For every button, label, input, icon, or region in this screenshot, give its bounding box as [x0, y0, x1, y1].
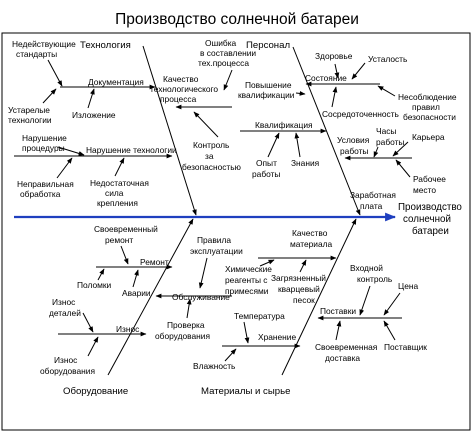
cause-equipment-wear-2: оборудования	[40, 366, 95, 376]
diagram-frame	[1, 32, 471, 431]
cause-safety-rules-2: правил	[412, 102, 440, 112]
cause-work-conditions-1: Условия	[337, 135, 369, 145]
cause-process-quality-3: процесса	[160, 94, 197, 104]
bone-equipment	[107, 218, 194, 376]
cause-input-control-1: Входной	[350, 263, 383, 273]
category-personnel: Персонал	[246, 40, 290, 51]
cause-part-wear-2: деталей	[49, 308, 81, 318]
cause-process-error-3: тех.процесса	[198, 58, 249, 68]
cause-safety-control-3: безопасностью	[182, 162, 241, 172]
effect-line-2: солнечной	[403, 214, 451, 225]
cause-part-wear-1: Износ	[52, 297, 75, 307]
effect-line-3: батареи	[412, 226, 449, 237]
cause-input-control-2: контроль	[357, 274, 393, 284]
cause-maintenance: Обслуживание	[172, 292, 230, 302]
cause-change: Изложение	[72, 110, 116, 120]
cause-work-conditions-2: работы	[340, 146, 368, 156]
branch-equipment: Своевременный ремонт Ремонт Поломки Авар…	[40, 224, 243, 376]
cause-humidity: Влажность	[193, 361, 236, 371]
cause-qualification-1: Повышение	[245, 80, 292, 90]
effect-line-1: Производство	[398, 202, 462, 213]
bone-materials	[281, 218, 357, 376]
category-materials: Материалы и сырье	[201, 386, 290, 397]
cause-wear: Износ	[116, 324, 139, 334]
cause-timely-repair-1: Своевременный	[94, 224, 158, 234]
cause-timely-repair-2: ремонт	[105, 235, 133, 245]
cause-material-quality-2: материала	[290, 239, 333, 249]
cause-nonstandard-2: стандарты	[16, 49, 57, 59]
cause-fastening-force-3: крепления	[97, 198, 138, 208]
cause-process-error-2: в составлении	[200, 48, 256, 58]
branch-materials: Качество материала Химические реагенты с…	[193, 228, 427, 371]
effect-label: Производство солнечной батареи	[398, 202, 462, 237]
cause-chemicals-3: примесями	[225, 286, 269, 296]
cause-accidents: Аварии	[122, 288, 151, 298]
cause-workplace-2: место	[413, 185, 436, 195]
cause-knowledge: Знания	[291, 158, 319, 168]
cause-experience-2: работы	[252, 169, 280, 179]
cause-safety-rules-1: Несоблюдение	[398, 92, 457, 102]
cause-fastening-force-1: Недостаточная	[90, 178, 149, 188]
cause-concentration: Сосредоточенность	[322, 109, 400, 119]
cause-wrong-processing-2: обработка	[20, 189, 61, 199]
cause-price: Цена	[398, 281, 418, 291]
cause-dirty-quartz-1: Загрязненный	[271, 273, 326, 283]
cause-documentation: Документация	[88, 77, 144, 87]
cause-process-violation-1: Нарушение	[22, 133, 67, 143]
cause-health: Здоровье	[315, 51, 353, 61]
cause-salary-1: Заработная	[350, 190, 396, 200]
cause-qual: Квалификация	[255, 120, 313, 130]
cause-safety-control-2: за	[205, 151, 214, 161]
cause-chemicals-1: Химические	[225, 264, 272, 274]
cause-experience-1: Опыт	[256, 158, 277, 168]
cause-storage: Хранение	[258, 332, 296, 342]
branch-technology: Документация Недействующие стандарты Уст…	[8, 38, 256, 208]
cause-timely-delivery-2: доставка	[325, 353, 360, 363]
cause-equipment-wear-1: Износ	[54, 355, 77, 365]
cause-repair: Ремонт	[140, 257, 169, 267]
cause-operating-rules-1: Правила	[197, 235, 231, 245]
cause-safety-rules-3: безопасности	[403, 112, 456, 122]
cause-process-error-1: Ошибка	[205, 38, 237, 48]
cause-nonstandard-1: Недействующие	[12, 39, 76, 49]
cause-state: Состояние	[305, 73, 347, 83]
cause-dirty-quartz-3: песок	[293, 295, 315, 305]
cause-supplies: Поставки	[320, 306, 356, 316]
cause-salary-2: плата	[360, 201, 383, 211]
cause-safety-control-1: Контроль	[193, 140, 230, 150]
cause-chemicals-2: реагенты с	[225, 275, 268, 285]
cause-breakdowns: Поломки	[77, 280, 112, 290]
cause-material-quality-1: Качество	[292, 228, 328, 238]
cause-process-quality-1: Качество	[163, 74, 199, 84]
branch-personnel: Здоровье Усталость Состояние Несоблюдени…	[238, 51, 457, 211]
cause-outdated-tech-1: Устарелые	[8, 105, 50, 115]
cause-inspection-2: оборудования	[155, 331, 210, 341]
cause-fastening-force-2: сила	[105, 188, 124, 198]
bone-technology	[142, 45, 197, 216]
cause-career: Карьера	[412, 132, 445, 142]
cause-tech-violation: Нарушение технологии	[86, 145, 177, 155]
cause-temperature: Температура	[234, 311, 285, 321]
cause-timely-delivery-1: Своевременная	[315, 342, 377, 352]
category-equipment: Оборудование	[63, 386, 128, 397]
cause-hours-1: Часы	[376, 126, 396, 136]
cause-process-quality-2: технологического	[150, 84, 218, 94]
cause-qualification-2: квалификации	[238, 90, 295, 100]
cause-hours-2: работы	[376, 137, 404, 147]
diagram-title: Производство солнечной батареи	[115, 11, 359, 28]
cause-dirty-quartz-2: кварцевый	[278, 284, 320, 294]
cause-supplier: Поставщик	[384, 342, 427, 352]
cause-workplace-1: Рабочее	[413, 174, 446, 184]
cause-outdated-tech-2: технологии	[8, 115, 52, 125]
cause-operating-rules-2: эксплуатации	[190, 246, 243, 256]
cause-inspection-1: Проверка	[167, 320, 205, 330]
cause-fatigue: Усталость	[368, 54, 408, 64]
category-technology: Технология	[80, 40, 131, 51]
cause-wrong-processing-1: Неправильная	[17, 179, 74, 189]
cause-process-violation-2: процедуры	[22, 143, 65, 153]
